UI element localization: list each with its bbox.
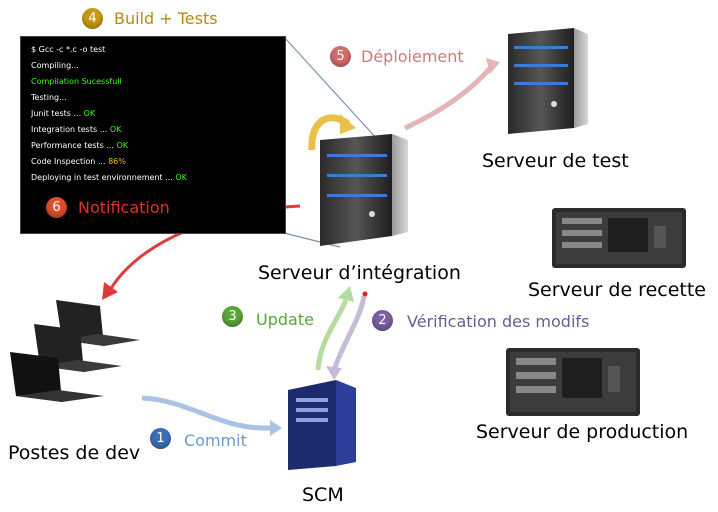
step-1-label: Commit — [184, 431, 247, 450]
commit-arrowhead — [270, 420, 282, 436]
integration-server-label: Serveur d’intégration — [258, 262, 461, 284]
dev-workstations-label: Postes de dev — [8, 442, 141, 464]
scm-label: SCM — [302, 484, 344, 506]
step-2-label: Vérification des modifs — [407, 312, 590, 331]
test-server-label: Serveur de test — [482, 150, 629, 172]
notification-arrowhead — [102, 282, 118, 300]
terminal-line: Compilation Sucessfull — [31, 77, 122, 86]
step-4-label: Build + Tests — [114, 9, 218, 28]
recette-server-label: Serveur de recette — [528, 279, 706, 301]
step-2-badge: 2 — [372, 310, 393, 331]
commit-arrow — [141, 395, 271, 431]
step-6-label: Notification — [78, 198, 170, 217]
production-server-label: Serveur de production — [476, 421, 689, 443]
step-5-badge: 5 — [330, 46, 351, 67]
step-3-badge: 3 — [222, 306, 243, 327]
terminal-line: Testing... — [31, 93, 67, 102]
verification-arrow — [331, 295, 367, 371]
step-3-label: Update — [256, 310, 314, 329]
update-arrowhead — [338, 286, 354, 302]
terminal-connector-top — [283, 36, 379, 141]
deploy-arrowhead — [486, 58, 500, 74]
terminal-line: Compiling... — [31, 61, 79, 70]
terminal-connector-bottom — [283, 232, 341, 248]
step-6-badge: 6 — [46, 197, 67, 218]
step-4-badge: 4 — [82, 8, 103, 29]
deploy-arrow — [403, 64, 494, 131]
step-1-badge: 1 — [150, 428, 171, 449]
verification-arrowhead — [326, 366, 342, 380]
terminal-line: Integration tests ... OK — [31, 125, 122, 134]
terminal-line: Performance tests ... OK — [31, 141, 129, 150]
verification-dot — [362, 291, 368, 297]
terminal-line: Deploying in test environnement ... OK — [31, 173, 187, 182]
terminal-line: $ Gcc -c *.c -o test — [31, 45, 106, 54]
terminal-line: Code Inspection ... 86% — [31, 157, 126, 166]
terminal-line: Junit tests ... OK — [31, 109, 96, 118]
update-arrow — [315, 299, 349, 371]
build-cycle-arrowhead — [340, 114, 356, 134]
step-5-label: Déploiement — [361, 47, 464, 66]
